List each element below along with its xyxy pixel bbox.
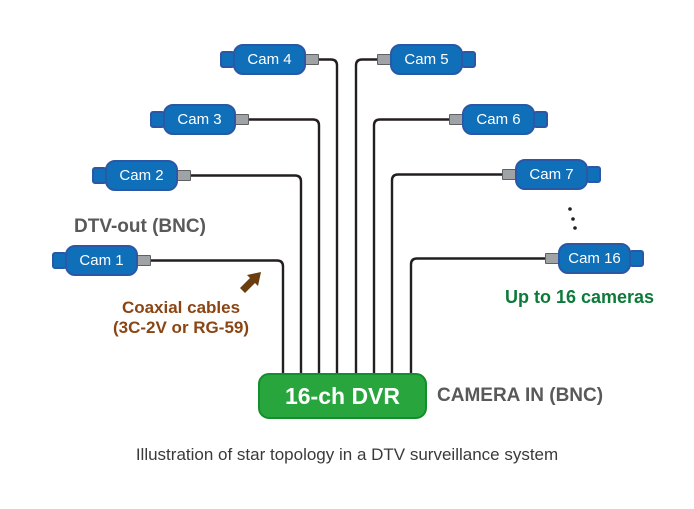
camera-body: Cam 7 bbox=[515, 159, 588, 190]
camera-lens-tab bbox=[586, 166, 601, 183]
camera-node: Cam 2 bbox=[92, 160, 191, 191]
bnc-connector bbox=[305, 54, 319, 65]
coaxial-cable bbox=[149, 259, 285, 373]
camera-node: Cam 1 bbox=[52, 245, 151, 276]
up-to-16-cameras-label: Up to 16 cameras bbox=[505, 287, 655, 307]
camera-node: Cam 16 bbox=[545, 243, 644, 274]
coaxial-cables-line2: (3C-2V or RG-59) bbox=[112, 318, 250, 338]
camera-node: Cam 7 bbox=[502, 159, 601, 190]
bnc-connector bbox=[545, 253, 559, 264]
camera-label: Cam 5 bbox=[404, 51, 449, 68]
coaxial-cable bbox=[317, 58, 339, 373]
caption: Illustration of star topology in a DTV s… bbox=[135, 445, 559, 464]
bnc-connector bbox=[235, 114, 249, 125]
ellipsis-dot bbox=[573, 226, 577, 230]
camera-node: Cam 6 bbox=[449, 104, 548, 135]
camera-lens-tab bbox=[629, 250, 644, 267]
camera-lens-tab bbox=[533, 111, 548, 128]
bnc-connector bbox=[177, 170, 191, 181]
dtv-out-label: DTV-out (BNC) bbox=[74, 216, 206, 237]
coaxial-cables-label: Coaxial cables (3C-2V or RG-59) bbox=[101, 298, 261, 338]
camera-body: Cam 6 bbox=[462, 104, 535, 135]
camera-label: Cam 6 bbox=[476, 111, 521, 128]
camera-node: Cam 5 bbox=[377, 44, 476, 75]
coaxial-cable bbox=[409, 257, 547, 373]
coaxial-cable bbox=[390, 173, 504, 373]
camera-body: Cam 2 bbox=[105, 160, 178, 191]
camera-node: Cam 3 bbox=[150, 104, 249, 135]
camera-body: Cam 4 bbox=[233, 44, 306, 75]
bnc-connector bbox=[137, 255, 151, 266]
camera-label: Cam 7 bbox=[529, 166, 574, 183]
cable-pointer-arrow-icon bbox=[240, 272, 261, 293]
coaxial-cable bbox=[189, 174, 303, 373]
dvr-box: 16-ch DVR bbox=[258, 373, 427, 419]
ellipsis-dot bbox=[571, 217, 575, 221]
camera-lens-tab bbox=[461, 51, 476, 68]
camera-label: Cam 1 bbox=[79, 252, 124, 269]
coaxial-cable bbox=[354, 58, 379, 373]
bnc-connector bbox=[449, 114, 463, 125]
bnc-connector bbox=[377, 54, 391, 65]
camera-label: Cam 4 bbox=[247, 51, 292, 68]
camera-node: Cam 4 bbox=[220, 44, 319, 75]
camera-label: Cam 2 bbox=[119, 167, 164, 184]
camera-label: Cam 16 bbox=[568, 250, 621, 267]
camera-body: Cam 3 bbox=[163, 104, 236, 135]
bnc-connector bbox=[502, 169, 516, 180]
camera-in-label: CAMERA IN (BNC) bbox=[437, 385, 604, 406]
ellipsis-dot bbox=[568, 207, 572, 211]
coaxial-cables-line1: Coaxial cables bbox=[121, 298, 241, 317]
camera-body: Cam 1 bbox=[65, 245, 138, 276]
camera-label: Cam 3 bbox=[177, 111, 222, 128]
coaxial-cable bbox=[247, 118, 321, 373]
coaxial-cable bbox=[372, 118, 451, 373]
dvr-label: 16-ch DVR bbox=[284, 382, 401, 409]
camera-body: Cam 5 bbox=[390, 44, 463, 75]
camera-body: Cam 16 bbox=[558, 243, 631, 274]
